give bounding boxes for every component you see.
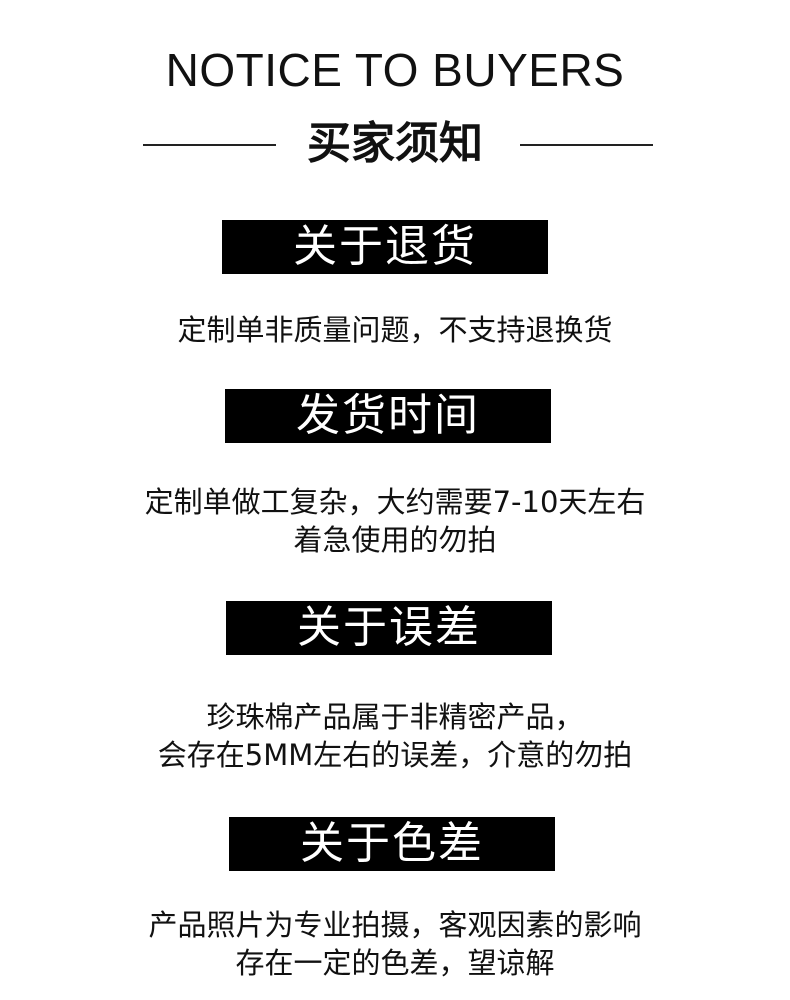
section-heading-tolerance: 关于误差 [226, 601, 552, 655]
section-body-color-difference: 产品照片为专业拍摄，客观因素的影响 存在一定的色差，望谅解 [0, 906, 790, 982]
section-text-line: 定制单非质量问题，不支持退换货 [177, 313, 613, 347]
section-text-line: 存在一定的色差，望谅解 [235, 946, 555, 980]
section-body-returns: 定制单非质量问题，不支持退换货 [0, 311, 790, 349]
page-title-chinese: 买家须知 [307, 118, 483, 169]
section-text-line: 着急使用的勿拍 [293, 523, 497, 557]
page-title-chinese-row: 买家须知 [0, 118, 790, 170]
section-heading-shipping-time: 发货时间 [225, 389, 551, 443]
title-divider-right [520, 144, 653, 146]
page-title-english: NOTICE TO BUYERS [165, 44, 625, 96]
section-text-line: 定制单做工复杂，大约需要7-10天左右 [144, 485, 646, 519]
title-divider-left [143, 144, 276, 146]
section-text-line: 产品照片为专业拍摄，客观因素的影响 [148, 908, 642, 942]
section-text-line: 会存在5MM左右的误差，介意的勿拍 [157, 738, 633, 772]
section-heading-color-difference: 关于色差 [229, 817, 555, 871]
section-body-tolerance: 珍珠棉产品属于非精密产品， 会存在5MM左右的误差，介意的勿拍 [0, 698, 790, 774]
section-text-line: 珍珠棉产品属于非精密产品， [206, 700, 584, 734]
section-body-shipping-time: 定制单做工复杂，大约需要7-10天左右 着急使用的勿拍 [0, 483, 790, 559]
section-heading-returns: 关于退货 [222, 220, 548, 274]
